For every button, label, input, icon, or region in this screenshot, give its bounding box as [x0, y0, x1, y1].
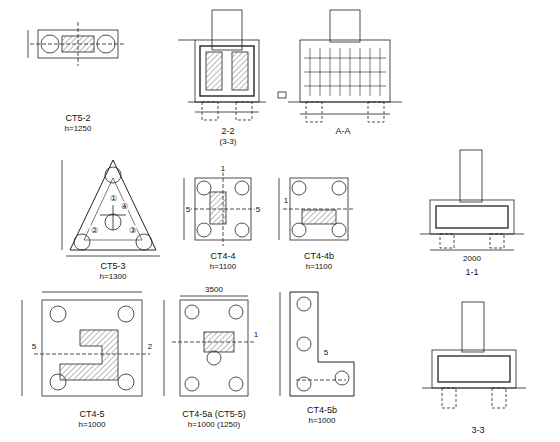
- callout-number: ②: [90, 226, 99, 235]
- cap-height: h=1300: [99, 272, 128, 281]
- drawing-title: CT5-3: [99, 262, 126, 271]
- cap-height: h=1000 (1250): [187, 420, 241, 429]
- section-title: 3-3: [470, 426, 485, 435]
- cap-height: h=1250: [64, 124, 93, 133]
- drawing-title: CT4-5b: [306, 406, 338, 415]
- callout-number: ①: [109, 194, 118, 203]
- section-mark: 5: [323, 348, 329, 357]
- cap-height: h=1000: [78, 420, 107, 429]
- section-title: 2-2: [220, 127, 235, 136]
- cap-height: h=1100: [209, 262, 237, 271]
- section-mark: 1: [220, 164, 226, 173]
- section-mark: 5: [185, 205, 191, 214]
- section-mark: 5: [255, 205, 261, 214]
- callout-number: ③: [128, 226, 137, 235]
- section-title: A-A: [334, 127, 351, 136]
- dimension: 2000: [462, 254, 482, 263]
- drawing-title: CT4-4b: [303, 252, 335, 261]
- drawing-title: CT5-2: [64, 114, 91, 123]
- section-mark: 1: [253, 330, 259, 339]
- dimension: 3500: [204, 285, 224, 294]
- drawing-title: CT4-4: [209, 252, 236, 261]
- callout-number: ④: [120, 202, 129, 211]
- drawing-title: CT4-5: [78, 410, 105, 419]
- section-mark: 1: [283, 196, 289, 205]
- drawing-title: CT4-5a (CT5-5): [181, 410, 247, 419]
- section-title: (3-3): [219, 137, 238, 146]
- cap-height: h=1100: [305, 262, 333, 271]
- section-title: 1-1: [464, 268, 479, 277]
- section-mark: 5: [31, 342, 37, 351]
- section-mark: 2: [147, 342, 153, 351]
- cap-height: h=1000: [308, 416, 337, 425]
